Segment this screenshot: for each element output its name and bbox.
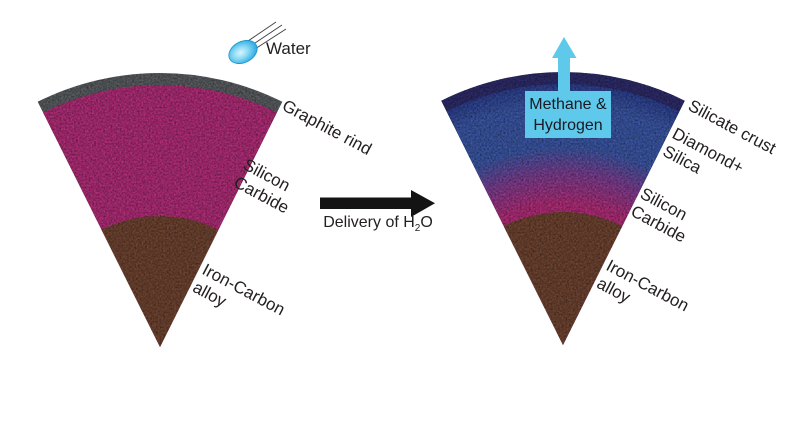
water-droplet-icon	[228, 21, 287, 64]
outgas-arrow	[552, 37, 577, 94]
delivery-of-h2o-label: Delivery of H2O	[323, 214, 433, 235]
delivery-arrow	[320, 190, 435, 217]
methane-hydrogen-label: Methane & Hydrogen	[529, 95, 607, 134]
water-motion-lines	[247, 21, 287, 50]
water-label: Water	[266, 39, 311, 58]
outgas-label-box	[525, 91, 611, 138]
